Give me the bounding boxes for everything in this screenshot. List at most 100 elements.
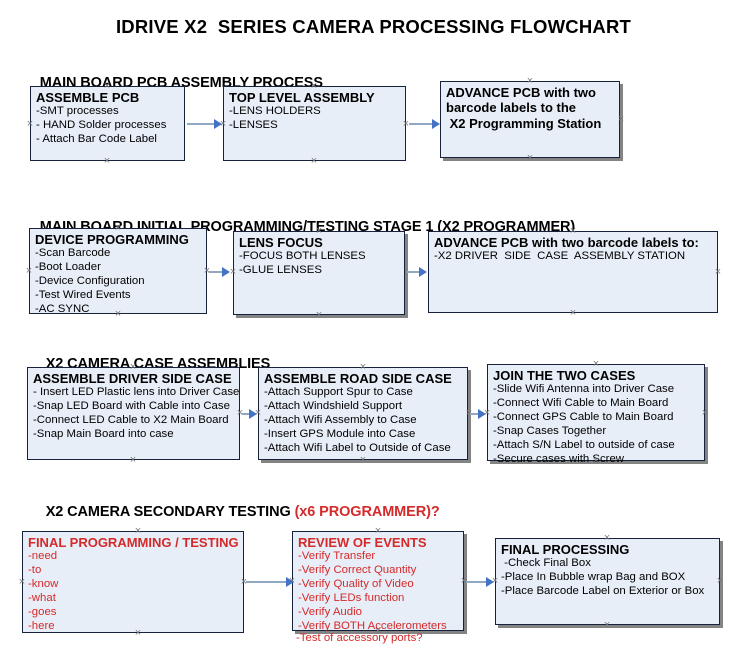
- handle-bottom[interactable]: [359, 456, 368, 465]
- node-top-level-assembly[interactable]: TOP LEVEL ASSEMBLY -LENS HOLDERS -LENSES: [223, 86, 406, 161]
- node-item: -Test Wired Events: [35, 289, 131, 302]
- node-advance-pcb-programming-station[interactable]: ADVANCE PCB with two barcode labels to t…: [440, 81, 620, 158]
- node-item: -LENSES: [229, 119, 278, 132]
- node-item: -Verify Correct Quantity: [298, 564, 417, 577]
- node-item: -X2 DRIVER SIDE CASE ASSEMBLY STATION: [434, 250, 686, 263]
- handle-left[interactable]: [18, 578, 27, 587]
- connector-line: [242, 413, 251, 415]
- node-item: - Attach Bar Code Label: [36, 133, 157, 146]
- node-item: -Check Final Box: [501, 557, 591, 570]
- node-item: -Verify Audio: [298, 605, 362, 618]
- node-item: -need: [28, 550, 58, 563]
- node-item: -Connect GPS Cable to Main Board: [493, 411, 674, 424]
- handle-bottom[interactable]: [569, 309, 578, 318]
- handle-bottom[interactable]: [310, 157, 319, 166]
- connector-line: [409, 123, 433, 125]
- node-item: - HAND Solder processes: [36, 119, 167, 132]
- node-assemble-road-side-case[interactable]: ASSEMBLE ROAD SIDE CASE -Attach Support …: [258, 367, 468, 460]
- node-item: -LENS HOLDERS: [229, 105, 321, 118]
- node-item: -Scan Barcode: [35, 247, 111, 260]
- node-review-of-events[interactable]: REVIEW OF EVENTS -Verify Transfer -Verif…: [292, 531, 464, 632]
- connector-line: [407, 271, 420, 273]
- node-item: -Place Barcode Label on Exterior or Box: [501, 585, 705, 598]
- node-item: -Attach Support Spur to Case: [264, 386, 413, 399]
- handle-bottom[interactable]: [603, 621, 612, 630]
- handle-top[interactable]: [569, 227, 578, 236]
- connector-line: [246, 581, 288, 583]
- node-device-programming[interactable]: DEVICE PROGRAMMING -Scan Barcode -Boot L…: [29, 228, 207, 315]
- node-title: LENS FOCUS: [239, 235, 323, 250]
- node-title: ADVANCE PCB with two barcode labels to t…: [446, 85, 602, 131]
- section-heading-annotation: (x6 PROGRAMMER)?: [294, 504, 440, 520]
- connector-line: [209, 271, 223, 273]
- node-title: FINAL PROCESSING: [501, 542, 630, 557]
- handle-top[interactable]: [374, 527, 383, 536]
- node-item: -Insert GPS Module into Case: [264, 428, 416, 441]
- node-assemble-pcb[interactable]: ASSEMBLE PCB -SMT processes - HAND Solde…: [30, 86, 185, 161]
- arrow-head-icon: [249, 409, 257, 419]
- node-title: TOP LEVEL ASSEMBLY: [229, 90, 375, 105]
- node-item: -Attach Windshield Support: [264, 400, 403, 413]
- arrow-head-icon: [214, 119, 222, 129]
- node-item: -Attach Wifi Label to Outside of Case: [264, 441, 451, 454]
- handle-top[interactable]: [359, 363, 368, 372]
- node-item: -know: [28, 578, 59, 591]
- arrow-head-icon: [222, 267, 230, 277]
- node-final-processing[interactable]: FINAL PROCESSING -Check Final Box -Place…: [495, 538, 720, 625]
- handle-top[interactable]: [103, 82, 112, 91]
- handle-bottom[interactable]: [315, 311, 324, 320]
- node-item: -Verify BOTH Accelerometers: [298, 619, 447, 632]
- handle-top[interactable]: [603, 534, 612, 543]
- handle-top[interactable]: [134, 527, 143, 536]
- handle-left[interactable]: [25, 267, 34, 276]
- handle-right[interactable]: [701, 409, 710, 418]
- node-item: -SMT processes: [36, 105, 119, 118]
- arrow-head-icon: [419, 267, 427, 277]
- node-advance-pcb-driver-side-case[interactable]: ADVANCE PCB with two barcode labels to: …: [428, 231, 718, 313]
- handle-top[interactable]: [315, 227, 324, 236]
- node-item: -Connect Wifi Cable to Main Board: [493, 397, 669, 410]
- connector-line: [187, 123, 215, 125]
- handle-top[interactable]: [310, 82, 319, 91]
- arrow-head-icon: [432, 119, 440, 129]
- arrow-head-icon: [286, 577, 294, 587]
- node-item: -Verify LEDs function: [298, 592, 405, 605]
- handle-bottom[interactable]: [114, 310, 123, 319]
- section-heading-text: X2 CAMERA SECONDARY TESTING: [45, 504, 295, 520]
- handle-left[interactable]: [26, 120, 35, 129]
- node-lens-focus[interactable]: LENS FOCUS -FOCUS BOTH LENSES -GLUE LENS…: [233, 231, 405, 315]
- handle-right[interactable]: [617, 115, 626, 124]
- handle-right[interactable]: [714, 268, 723, 277]
- node-item: -Connect LED Cable to X2 Main Board: [33, 414, 229, 427]
- node-item: -FOCUS BOTH LENSES: [239, 250, 366, 263]
- handle-bottom[interactable]: [129, 456, 138, 465]
- handle-top[interactable]: [526, 77, 535, 86]
- handle-top[interactable]: [129, 363, 138, 372]
- node-item-overflow: -Test of accessory ports?: [296, 632, 423, 644]
- connector-line: [466, 581, 488, 583]
- node-item: -AC SYNC: [35, 302, 90, 315]
- handle-bottom[interactable]: [374, 627, 383, 636]
- node-item: -Snap Cases Together: [493, 425, 607, 438]
- handle-bottom[interactable]: [134, 629, 143, 638]
- handle-bottom[interactable]: [103, 157, 112, 166]
- node-item: - Insert LED Plastic lens into Driver Ca…: [33, 386, 240, 399]
- arrow-head-icon: [478, 409, 486, 419]
- handle-bottom[interactable]: [592, 457, 601, 466]
- node-item: -Slide Wifi Antenna into Driver Case: [493, 383, 675, 396]
- node-title: DEVICE PROGRAMMING: [35, 232, 189, 247]
- handle-top[interactable]: [114, 224, 123, 233]
- node-title: ASSEMBLE ROAD SIDE CASE: [264, 371, 452, 386]
- handle-bottom[interactable]: [526, 154, 535, 163]
- node-assemble-driver-side-case[interactable]: ASSEMBLE DRIVER SIDE CASE - Insert LED P…: [27, 367, 240, 460]
- arrow-head-icon: [486, 577, 494, 587]
- node-join-the-two-cases[interactable]: JOIN THE TWO CASES -Slide Wifi Antenna i…: [487, 364, 705, 465]
- node-item: -what: [28, 592, 56, 605]
- handle-top[interactable]: [592, 360, 601, 369]
- node-item: -Snap Main Board into case: [33, 428, 174, 441]
- node-item: -Attach Wifi Assembly to Case: [264, 414, 417, 427]
- handle-right[interactable]: [716, 577, 725, 586]
- node-title: REVIEW OF EVENTS: [298, 535, 427, 550]
- node-final-programming-testing[interactable]: FINAL PROGRAMMING / TESTING -need -to -k…: [22, 531, 244, 633]
